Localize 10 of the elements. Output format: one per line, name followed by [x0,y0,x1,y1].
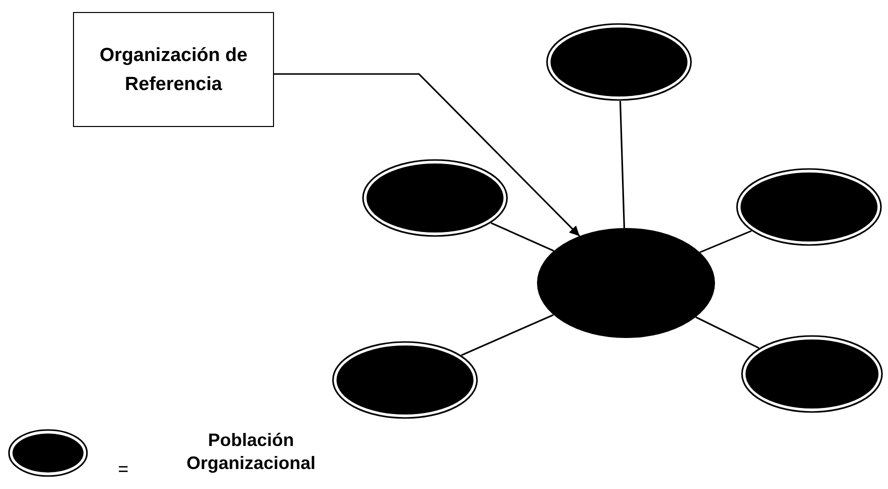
connector-line [700,230,752,254]
connector-line [461,314,554,356]
connector-line [695,316,760,349]
equals-sign: = [118,458,129,481]
arrow [274,73,580,237]
connector-line [490,222,554,252]
text-box [73,12,274,127]
connector-line [619,100,626,228]
box-text: Organización de Referencia [98,44,248,96]
legend-text: Población Organizacional [185,429,317,475]
